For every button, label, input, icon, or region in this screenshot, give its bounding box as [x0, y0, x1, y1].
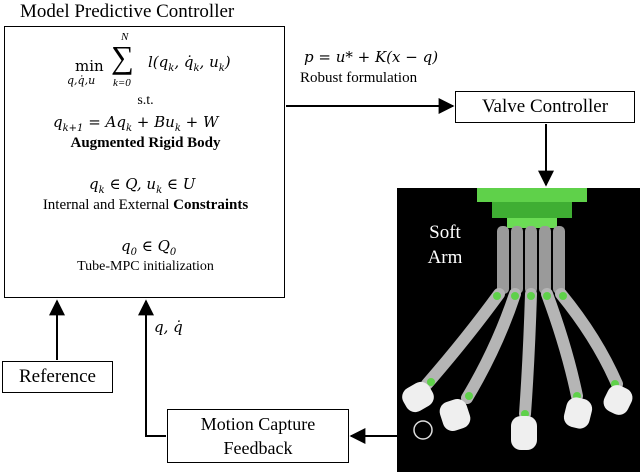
motion-capture-block: Motion Capture Feedback	[167, 409, 349, 463]
reference-block: Reference	[2, 361, 113, 393]
soft-arm-line2: Arm	[427, 247, 463, 268]
st-label: s.t.	[137, 93, 154, 108]
reference-label: Reference	[19, 366, 96, 387]
objective-min-sub: q,q̇,u	[67, 74, 96, 87]
dynamics-equation: qk+1 = Aqk + Buk + W	[53, 113, 219, 134]
motion-capture-line1: Motion Capture	[200, 414, 316, 434]
valve-controller-block: Valve Controller	[455, 91, 635, 123]
init-equation: q0 ∈ Q0	[121, 237, 177, 258]
soft-arm-illustration	[402, 188, 633, 450]
robust-label: Robust formulation	[300, 70, 418, 86]
constraints-label-bold: Constraints	[173, 197, 249, 213]
soft-arm-label: Soft Arm	[417, 220, 473, 270]
objective-min: min	[75, 57, 104, 75]
feedback-signal-label: q, q̇	[154, 318, 183, 336]
arrow-mocap-to-mpc	[138, 299, 166, 437]
objective-sum-top: N	[121, 31, 129, 43]
soft-arm-line1: Soft	[429, 222, 461, 243]
objective-loss: l(qk, q̇k, uk)	[148, 53, 231, 74]
motion-capture-line2: Feedback	[223, 438, 293, 458]
sum-symbol: ∑	[111, 39, 134, 75]
init-label: Tube-MPC initialization	[77, 259, 214, 274]
soft-arm-photo: Soft Arm	[397, 188, 640, 472]
robust-equation: p = u* + K(x − q)	[304, 48, 439, 66]
constraints-equation: qk ∈ Q, uk ∈ U	[89, 175, 196, 196]
constraints-label: Internal and External Constraints	[5, 197, 286, 214]
mpc-title: Model Predictive Controller	[20, 1, 235, 22]
constraints-label-plain: Internal and External	[42, 197, 170, 213]
mpc-block: min q,q̇,u N ∑ k=0 l(qk, q̇k, uk) s.t. q…	[4, 26, 285, 298]
objective-sum-bot: k=0	[113, 77, 131, 89]
dynamics-label: Augmented Rigid Body	[70, 135, 221, 151]
valve-controller-label: Valve Controller	[481, 96, 609, 117]
